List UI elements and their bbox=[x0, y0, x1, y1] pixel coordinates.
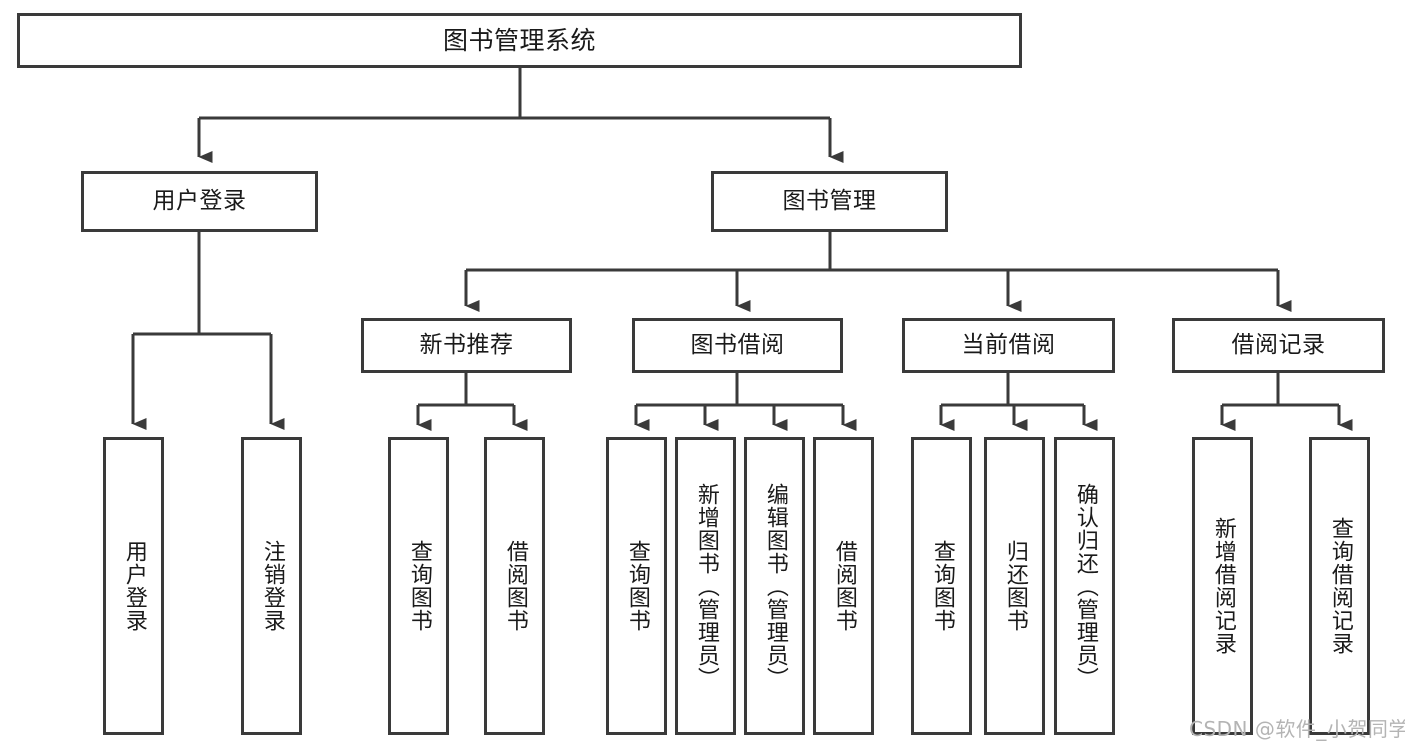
node-box-book-borrow[interactable] bbox=[632, 318, 843, 373]
node-box-leaf-return-book[interactable] bbox=[984, 437, 1045, 735]
node-box-book-manage[interactable] bbox=[711, 171, 948, 232]
node-box-leaf-query-book-3[interactable] bbox=[911, 437, 972, 735]
node-box-current-borrow[interactable] bbox=[902, 318, 1115, 373]
node-box-leaf-borrow-book-1[interactable] bbox=[484, 437, 545, 735]
node-box-leaf-query-record[interactable] bbox=[1309, 437, 1370, 735]
node-box-leaf-confirm-return[interactable] bbox=[1054, 437, 1115, 735]
node-box-leaf-borrow-book-2[interactable] bbox=[813, 437, 874, 735]
node-box-user-login[interactable] bbox=[81, 171, 318, 232]
node-box-leaf-query-book-2[interactable] bbox=[606, 437, 667, 735]
node-box-leaf-user-login[interactable] bbox=[103, 437, 164, 735]
node-box-leaf-add-record[interactable] bbox=[1192, 437, 1253, 735]
watermark-text: CSDN @软件_小贺同学 bbox=[1189, 717, 1405, 741]
node-box-leaf-query-book-1[interactable] bbox=[388, 437, 449, 735]
node-box-leaf-user-logout[interactable] bbox=[241, 437, 302, 735]
node-box-leaf-edit-book[interactable] bbox=[744, 437, 805, 735]
node-box-borrow-record[interactable] bbox=[1172, 318, 1385, 373]
node-box-root[interactable] bbox=[17, 13, 1022, 68]
node-box-leaf-add-book[interactable] bbox=[675, 437, 736, 735]
node-box-new-book-recommend[interactable] bbox=[361, 318, 572, 373]
